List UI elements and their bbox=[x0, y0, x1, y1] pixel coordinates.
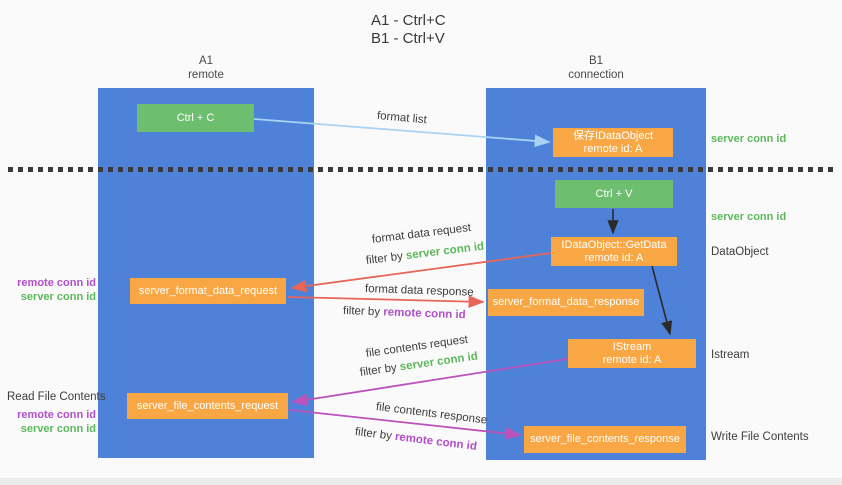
format-data-request-label: format data request bbox=[371, 221, 472, 246]
node-ctrl-v-label: Ctrl + V bbox=[595, 187, 633, 200]
node-istream: IStream remote id: A bbox=[568, 339, 696, 368]
file-response-filter-key: remote conn id bbox=[394, 430, 478, 453]
title-line-2: B1 - Ctrl+V bbox=[371, 29, 445, 47]
file-contents-response-label: file contents response bbox=[375, 401, 488, 427]
format-data-response-label: format data response bbox=[364, 283, 474, 299]
node-idataobject-getdata: IDataObject::GetData remote id: A bbox=[551, 237, 677, 266]
node-format-request-label: server_format_data_request bbox=[138, 284, 278, 297]
format-response-filter-key: remote conn id bbox=[383, 306, 466, 322]
right-server-conn-id-top: server conn id bbox=[711, 133, 787, 145]
write-file-contents-label: Write File Contents bbox=[711, 431, 809, 443]
left-format-server-conn-id: server conn id bbox=[20, 290, 96, 303]
format-response-filter-label: filter by remote conn id bbox=[343, 305, 466, 321]
copy-paste-separator-line bbox=[8, 167, 838, 172]
column-header-b1: B1 connection bbox=[486, 55, 706, 82]
file-request-filter-prefix: filter by bbox=[359, 361, 398, 379]
node-istream-line2: remote id: A bbox=[602, 353, 662, 366]
node-server-format-data-request: server_format_data_request bbox=[130, 278, 286, 304]
format-request-filter-key: server conn id bbox=[405, 240, 485, 263]
node-save-dataobject-line2: remote id: A bbox=[583, 142, 643, 155]
diagram-title: A1 - Ctrl+C B1 - Ctrl+V bbox=[371, 12, 446, 47]
left-format-conn-ids: remote conn id server conn id bbox=[0, 277, 96, 304]
file-response-filter-prefix: filter by bbox=[354, 426, 393, 443]
node-getdata-line2: remote id: A bbox=[584, 251, 644, 264]
node-ctrl-c: Ctrl + C bbox=[137, 104, 254, 132]
node-ctrl-c-label: Ctrl + C bbox=[176, 111, 215, 124]
read-file-contents-label: Read File Contents bbox=[7, 391, 106, 403]
format-response-filter-prefix: filter by bbox=[342, 305, 381, 319]
left-file-remote-conn-id: remote conn id bbox=[17, 409, 96, 421]
format-list-label: format list bbox=[376, 110, 428, 127]
column-b1-subtitle: connection bbox=[568, 68, 624, 81]
column-a1-name: A1 bbox=[198, 55, 214, 67]
node-getdata-line1: IDataObject::GetData bbox=[561, 238, 667, 251]
node-save-dataobject-line1: 保存IDataObject bbox=[572, 129, 654, 142]
file-response-filter-label: filter by remote conn id bbox=[354, 426, 477, 453]
node-file-response-label: server_file_contents_response bbox=[530, 433, 680, 445]
node-ctrl-v: Ctrl + V bbox=[555, 180, 673, 208]
bottom-edge-bar bbox=[0, 478, 842, 485]
left-file-conn-ids: remote conn id server conn id bbox=[0, 409, 96, 436]
istream-label: Istream bbox=[711, 349, 750, 361]
dataobject-label: DataObject bbox=[711, 246, 769, 258]
left-format-remote-conn-id: remote conn id bbox=[17, 277, 96, 289]
file-request-filter-key: server conn id bbox=[399, 350, 479, 374]
node-server-file-contents-response: server_file_contents_response bbox=[524, 426, 686, 453]
title-line-1: A1 - Ctrl+C bbox=[371, 12, 446, 29]
format-request-filter-prefix: filter by bbox=[365, 250, 404, 267]
column-header-a1: A1 remote bbox=[98, 55, 314, 82]
node-save-dataobject: 保存IDataObject remote id: A bbox=[553, 128, 673, 157]
node-istream-line1: IStream bbox=[612, 340, 652, 353]
column-a1-subtitle: remote bbox=[188, 68, 224, 81]
node-format-response-label: server_format_data_response bbox=[492, 296, 640, 308]
node-server-format-data-response: server_format_data_response bbox=[488, 289, 644, 316]
node-server-file-contents-request: server_file_contents_request bbox=[127, 393, 288, 419]
left-file-server-conn-id: server conn id bbox=[20, 422, 96, 435]
right-server-conn-id-mid: server conn id bbox=[711, 211, 787, 223]
node-file-request-label: server_file_contents_request bbox=[136, 399, 279, 412]
column-b1-name: B1 bbox=[588, 55, 604, 67]
